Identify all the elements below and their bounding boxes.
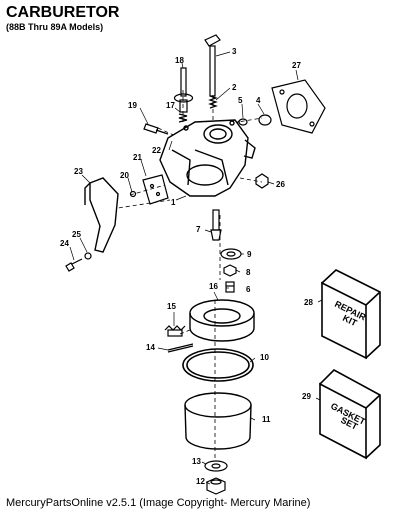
- callout-18: 18: [175, 56, 184, 65]
- diagram-title: CARBURETOR: [6, 4, 120, 21]
- callout-11: 11: [262, 415, 271, 424]
- part-1-carburetor-body: [159, 119, 256, 197]
- callout-3: 3: [232, 47, 237, 56]
- callout-5: 5: [238, 96, 243, 105]
- part-4-plug: [258, 114, 272, 126]
- part-13-washer: [204, 460, 228, 472]
- part-23-bracket: [84, 177, 119, 253]
- callout-17: 17: [166, 101, 175, 110]
- part-16-float: [189, 299, 255, 342]
- part-9-washer: [220, 248, 242, 260]
- callout-27: 27: [292, 61, 301, 70]
- part-2-spring: [208, 95, 218, 109]
- part-10-bowl-gasket: [182, 348, 254, 382]
- part-26-nut: [255, 173, 269, 189]
- callout-23: 23: [74, 167, 83, 176]
- callout-8: 8: [246, 268, 251, 277]
- callout-1: 1: [171, 198, 176, 207]
- callout-20: 20: [120, 171, 129, 180]
- part-25-washer: [84, 252, 92, 260]
- callout-7: 7: [196, 225, 201, 234]
- part-20-screw: [129, 190, 137, 198]
- part-11-float-bowl: [184, 392, 252, 450]
- callout-22: 22: [152, 146, 161, 155]
- part-14-float-pin: [167, 343, 194, 353]
- callout-25: 25: [72, 230, 81, 239]
- part-7-fuel-needle: [210, 209, 222, 241]
- part-6-main-jet: [225, 281, 235, 293]
- callout-12: 12: [196, 477, 205, 486]
- part-15-float-spring: [164, 325, 186, 337]
- part-17-spring: [178, 113, 188, 123]
- callout-10: 10: [260, 353, 269, 362]
- part-28-repair-kit-box: [320, 269, 381, 360]
- callout-13: 13: [192, 457, 201, 466]
- part-3-throttle-shaft: [204, 34, 221, 97]
- part-21-cover-plate: [142, 174, 169, 205]
- callout-14: 14: [146, 343, 155, 352]
- part-callout-numbers: 1 2 3 4 5 6 7 8 9 10 11 12 13 14 15 16 1…: [60, 47, 313, 486]
- callout-15: 15: [167, 302, 176, 311]
- callout-4: 4: [256, 96, 261, 105]
- callout-9: 9: [247, 250, 252, 259]
- diagram-subtitle: (88B Thru 89A Models): [6, 22, 104, 32]
- part-19-screw: [143, 123, 169, 135]
- callout-6: 6: [246, 285, 251, 294]
- callout-19: 19: [128, 101, 137, 110]
- part-8-jet: [223, 264, 237, 277]
- part-12-bowl-nut: [206, 477, 226, 495]
- callout-26: 26: [276, 180, 285, 189]
- callout-24: 24: [60, 239, 69, 248]
- part-27-flange-gasket: [271, 79, 326, 134]
- part-24-screw: [65, 258, 83, 272]
- callout-leader-lines: [69, 51, 323, 485]
- copyright-footer: MercuryPartsOnline v2.5.1 (Image Copyrig…: [6, 497, 311, 509]
- callout-16: 16: [209, 282, 218, 291]
- callout-2: 2: [232, 83, 237, 92]
- part-18-choke-shaft: [173, 67, 194, 113]
- part-29-gasket-set-box: [318, 369, 381, 460]
- callout-28: 28: [304, 298, 313, 307]
- callout-21: 21: [133, 153, 142, 162]
- callout-29: 29: [302, 392, 311, 401]
